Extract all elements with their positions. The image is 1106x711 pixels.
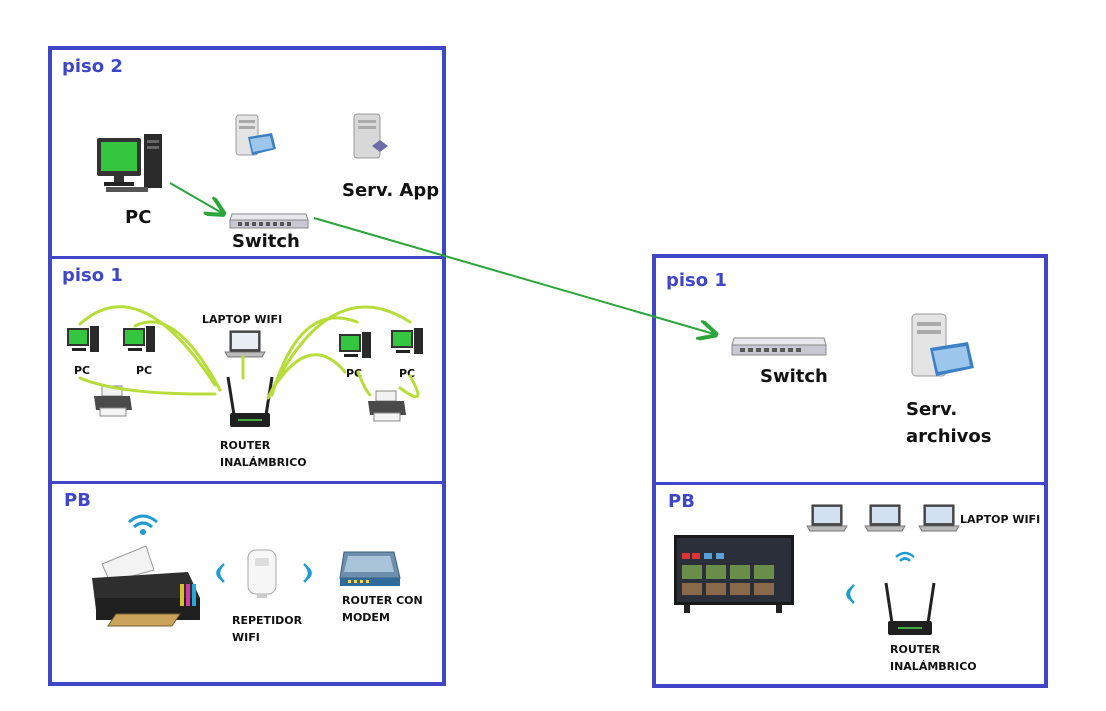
file-server-label-line-1: Serv. xyxy=(906,399,958,420)
desktop-pc-icon xyxy=(97,134,162,192)
router-label: ROUTER INALÁMBRICO xyxy=(220,437,307,471)
app-server-label: Serv. App xyxy=(342,180,440,201)
wifi-signal-icon xyxy=(128,514,158,535)
printer-icon xyxy=(92,545,200,627)
modem-router-icon xyxy=(339,551,401,586)
router-label-line-1: ROUTER xyxy=(220,439,271,452)
printer-icon xyxy=(94,385,132,417)
desktop-pc-icon xyxy=(339,332,371,358)
floor-pb: PB LAPTOP WIFI xyxy=(656,482,1044,684)
wifi-signal-icon xyxy=(895,551,915,562)
repeater-label-line-2: WIFI xyxy=(232,631,260,644)
desktop-pc-icon xyxy=(391,328,423,354)
floor-title: PB xyxy=(64,490,91,511)
floor-title: piso 2 xyxy=(62,56,123,77)
floor-piso-2: piso 2 PC Serv. App xyxy=(52,50,442,256)
printer-icon xyxy=(368,390,406,422)
laptop-icon xyxy=(864,504,906,532)
pc-label: PC xyxy=(74,364,91,377)
wifi-repeater-icon xyxy=(247,549,277,598)
floor-title: PB xyxy=(668,491,695,512)
building-left: piso 2 PC Serv. App xyxy=(48,46,446,686)
network-switch-icon xyxy=(229,213,309,229)
desktop-pc-icon xyxy=(123,326,155,352)
network-switch-icon xyxy=(731,337,827,356)
router-label-line-2: INALÁMBRICO xyxy=(890,660,977,673)
floor-title: piso 1 xyxy=(666,270,727,291)
router-label-line-2: INALÁMBRICO xyxy=(220,456,307,469)
pc-label: PC xyxy=(346,367,363,380)
wireless-router-icon xyxy=(884,582,936,635)
laptop-wifi-label: LAPTOP WIFI xyxy=(202,313,283,326)
pc-label: PC xyxy=(399,367,416,380)
switch-label: Switch xyxy=(760,366,828,387)
wifi-signal-icon xyxy=(303,563,312,583)
wifi-signal-icon xyxy=(216,563,225,583)
pc-label: PC xyxy=(125,207,152,228)
modem-router-label-line-2: MODEM xyxy=(342,611,390,624)
modem-router-label-line-1: ROUTER CON xyxy=(342,594,423,607)
floor-piso-1: piso 1 PC PC LAPTOP WIFI ROUTER xyxy=(52,256,442,481)
desktop-pc-icon xyxy=(67,326,99,352)
pc-label: PC xyxy=(136,364,153,377)
wifi-signal-icon xyxy=(846,584,855,604)
modem-router-label: ROUTER CON MODEM xyxy=(342,592,423,626)
floor-title: piso 1 xyxy=(62,265,123,286)
repeater-label: REPETIDOR WIFI xyxy=(232,612,302,646)
smart-tv-icon xyxy=(674,535,794,613)
laptop-wifi-label: LAPTOP WIFI xyxy=(960,513,1041,526)
file-server-label: Serv. archivos xyxy=(906,396,992,450)
file-server-label-line-2: archivos xyxy=(906,426,992,447)
laptop-icon xyxy=(806,504,848,532)
floor-pb: PB REPETIDOR WIFI xyxy=(52,481,442,682)
app-server-icon xyxy=(353,113,388,159)
file-server-icon xyxy=(911,313,974,377)
repeater-label-line-1: REPETIDOR xyxy=(232,614,303,627)
router-label: ROUTER INALÁMBRICO xyxy=(890,641,977,675)
laptop-icon xyxy=(918,504,960,532)
file-server-icon xyxy=(235,114,276,156)
router-label-line-1: ROUTER xyxy=(890,643,941,656)
laptop-icon xyxy=(224,330,266,358)
switch-label: Switch xyxy=(232,231,300,252)
wireless-router-icon xyxy=(226,376,274,427)
floor-piso-1: piso 1 Switch Serv. archivos xyxy=(656,258,1044,482)
building-right: piso 1 Switch Serv. archivos PB xyxy=(652,254,1048,688)
